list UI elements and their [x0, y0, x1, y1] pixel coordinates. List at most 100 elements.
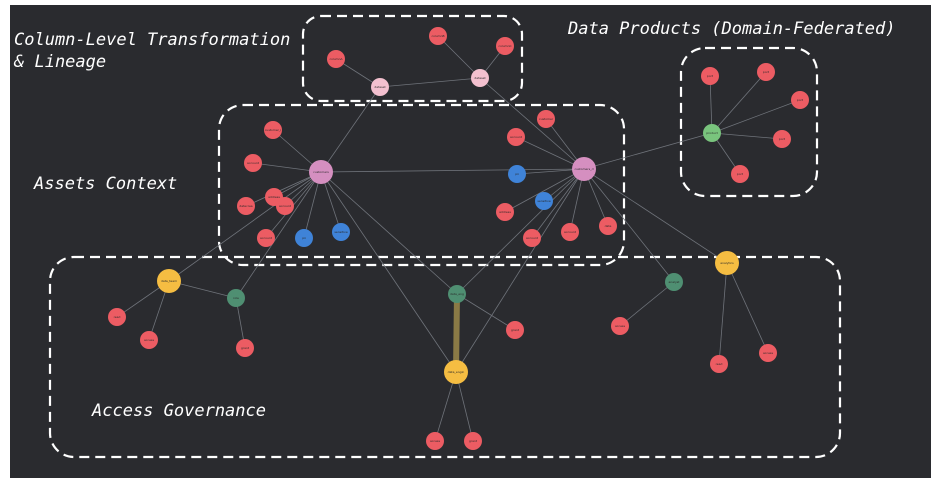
column-node-circle[interactable] — [701, 67, 719, 85]
column-node-circle[interactable] — [140, 331, 158, 349]
graph-node-r2[interactable]: access — [140, 331, 158, 349]
graph-node-r7[interactable]: access — [611, 317, 629, 335]
graph-node-r5[interactable]: access — [426, 432, 444, 450]
graph-node-l5[interactable]: dataset — [471, 69, 489, 87]
group-node-circle[interactable] — [665, 273, 683, 291]
tag-node-circle[interactable] — [332, 223, 350, 241]
graph-node-r4[interactable]: grant — [506, 321, 524, 339]
column-node-circle[interactable] — [244, 154, 262, 172]
column-node-circle[interactable] — [773, 130, 791, 148]
column-node-circle[interactable] — [791, 91, 809, 109]
graph-node-l2[interactable]: columnB — [429, 27, 447, 45]
graph-node-l4[interactable]: dataset — [371, 78, 389, 96]
node-label: port — [763, 70, 770, 74]
column-node-circle[interactable] — [257, 229, 275, 247]
knowledge-graph: columnA columnB columnC dataset dataset custo… — [48, 14, 842, 459]
node-label: data_engin — [448, 370, 465, 374]
graph-node-g6[interactable]: analytics — [715, 251, 739, 275]
graph-node-a5[interactable]: account — [276, 197, 294, 215]
column-node-circle[interactable] — [264, 121, 282, 139]
graph-node-a6[interactable]: account — [257, 229, 275, 247]
dataset-node-circle[interactable] — [371, 78, 389, 96]
graph-node-p5[interactable]: port — [731, 165, 749, 183]
column-node-circle[interactable] — [710, 355, 728, 373]
node-label: grant — [241, 346, 250, 350]
graph-node-t1[interactable]: customers — [309, 160, 333, 184]
column-node-circle[interactable] — [496, 37, 514, 55]
column-node-circle[interactable] — [757, 63, 775, 81]
dataset-node-circle[interactable] — [471, 69, 489, 87]
graph-node-r3[interactable]: grant — [236, 339, 254, 357]
node-label: account — [260, 236, 273, 240]
graph-node-r8[interactable]: read — [710, 355, 728, 373]
graph-node-g3[interactable]: data_eng — [448, 285, 466, 303]
person-node-circle[interactable] — [715, 251, 739, 275]
graph-node-p2[interactable]: port — [757, 63, 775, 81]
graph-node-b3[interactable]: pii — [508, 165, 526, 183]
column-node-circle[interactable] — [506, 321, 524, 339]
graph-node-g2[interactable]: role — [227, 289, 245, 307]
column-node-circle[interactable] — [237, 197, 255, 215]
column-node-circle[interactable] — [464, 432, 482, 450]
column-node-circle[interactable] — [507, 128, 525, 146]
person-node-circle[interactable] — [444, 360, 468, 384]
edge-g5-r7 — [619, 281, 675, 327]
edge-t1-g3 — [320, 171, 458, 295]
graph-node-b1[interactable]: customer — [537, 110, 555, 128]
tag-node-circle[interactable] — [295, 229, 313, 247]
table-node-circle[interactable] — [309, 160, 333, 184]
graph-node-a1[interactable]: customer_i — [264, 121, 282, 139]
graph-node-b7[interactable]: account — [561, 223, 579, 241]
graph-node-a4[interactable]: datecrea — [237, 197, 255, 215]
column-node-circle[interactable] — [759, 344, 777, 362]
graph-node-a2[interactable]: account — [244, 154, 262, 172]
graph-node-b5[interactable]: address — [496, 203, 514, 221]
graph-node-b8[interactable]: date — [599, 217, 617, 235]
column-node-circle[interactable] — [276, 197, 294, 215]
graph-node-r6[interactable]: grant — [464, 432, 482, 450]
person-node-circle[interactable] — [157, 269, 181, 293]
column-node-circle[interactable] — [327, 50, 345, 68]
tag-node-circle[interactable] — [508, 165, 526, 183]
column-node-circle[interactable] — [599, 217, 617, 235]
graph-node-g4[interactable]: data_engin — [444, 360, 468, 384]
graph-node-r9[interactable]: access — [759, 344, 777, 362]
column-node-circle[interactable] — [108, 308, 126, 326]
edge-t2-p0 — [583, 132, 713, 170]
column-node-circle[interactable] — [731, 165, 749, 183]
node-label: analytics — [720, 261, 734, 265]
column-node-circle[interactable] — [236, 339, 254, 357]
tag-node-circle[interactable] — [535, 192, 553, 210]
column-node-circle[interactable] — [537, 110, 555, 128]
graph-node-r1[interactable]: read — [108, 308, 126, 326]
graph-node-l1[interactable]: columnA — [327, 50, 345, 68]
node-label: data_eng — [450, 292, 464, 296]
column-node-circle[interactable] — [429, 27, 447, 45]
column-node-circle[interactable] — [611, 317, 629, 335]
group-node-circle[interactable] — [448, 285, 466, 303]
node-label: product — [706, 131, 718, 135]
graph-node-g5[interactable]: analyst — [665, 273, 683, 291]
graph-node-a7[interactable]: pii — [295, 229, 313, 247]
graph-node-p3[interactable]: port — [791, 91, 809, 109]
graph-node-a8[interactable]: sensitive — [332, 223, 350, 241]
graph-node-g1[interactable]: data_team — [157, 269, 181, 293]
graph-node-p1[interactable]: port — [701, 67, 719, 85]
graph-node-b2[interactable]: account — [507, 128, 525, 146]
column-node-circle[interactable] — [496, 203, 514, 221]
graph-node-p4[interactable]: port — [773, 130, 791, 148]
graph-node-p0[interactable]: product — [703, 124, 721, 142]
edge-l4-t1 — [320, 86, 381, 173]
product-node-circle[interactable] — [703, 124, 721, 142]
column-node-circle[interactable] — [523, 229, 541, 247]
node-label: grant — [469, 439, 478, 443]
node-label: dataset — [474, 76, 486, 80]
graph-node-t2[interactable]: customers_d — [572, 157, 596, 181]
graph-node-l3[interactable]: columnC — [496, 37, 514, 55]
graph-node-b4[interactable]: sensitive — [535, 192, 553, 210]
table-node-circle[interactable] — [572, 157, 596, 181]
group-node-circle[interactable] — [227, 289, 245, 307]
column-node-circle[interactable] — [561, 223, 579, 241]
column-node-circle[interactable] — [426, 432, 444, 450]
graph-node-b6[interactable]: account — [523, 229, 541, 247]
